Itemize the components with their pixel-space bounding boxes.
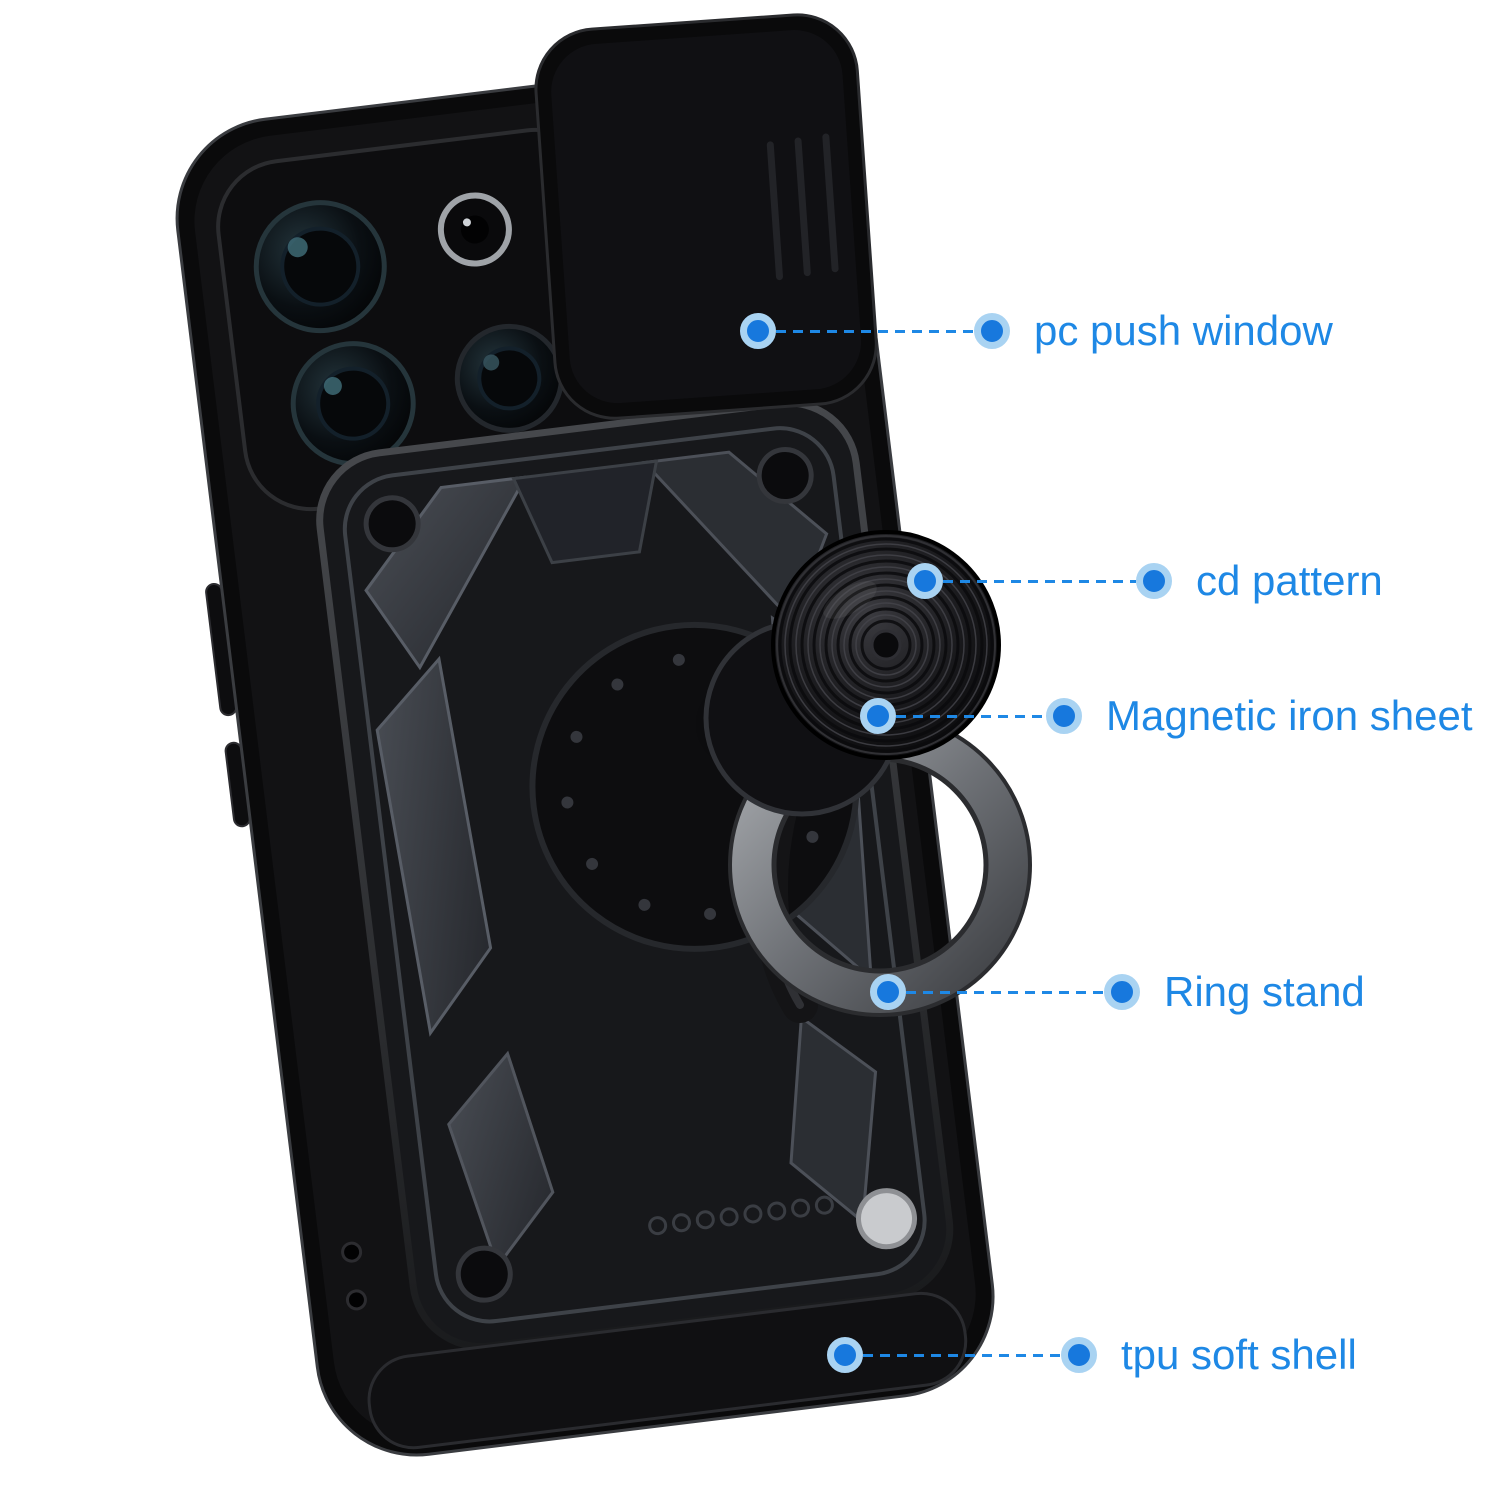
corner-screw: [856, 1188, 918, 1250]
honeycomb-strip: [648, 1195, 834, 1236]
tpu-bottom-band: [367, 1291, 968, 1450]
callout-line: [776, 329, 974, 333]
corner-screw: [455, 1245, 513, 1303]
callout-dot: [1061, 1337, 1097, 1373]
callout-dot: [827, 1337, 863, 1373]
callout-dot: [740, 313, 776, 349]
callout-magnetic-iron-sheet: Magnetic iron sheet: [860, 695, 1473, 737]
callout-label: pc push window: [1034, 307, 1333, 354]
grip-lines: [766, 133, 839, 281]
callout-pc-push-window: pc push window: [740, 310, 1333, 352]
callout-line: [906, 990, 1104, 994]
callout-line: [943, 579, 1136, 583]
armor-plate: [316, 399, 954, 1351]
corner-screw: [756, 447, 814, 505]
callout-tpu-soft-shell: tpu soft shell: [827, 1334, 1357, 1376]
callout-label: Ring stand: [1164, 968, 1365, 1015]
callout-dot: [974, 313, 1010, 349]
callout-label: tpu soft shell: [1121, 1331, 1357, 1378]
cd-grooves: [778, 537, 994, 753]
callout-dot: [1136, 563, 1172, 599]
callout-cd-pattern: cd pattern: [907, 560, 1383, 602]
callout-ring-stand: Ring stand: [870, 971, 1365, 1013]
callout-dot: [860, 698, 896, 734]
cd-pattern-disc: [771, 530, 1001, 760]
callout-line: [863, 1353, 1061, 1357]
corner-screw: [363, 495, 421, 553]
callout-dot: [1046, 698, 1082, 734]
callout-dot: [907, 563, 943, 599]
phone-case: [175, 58, 995, 1457]
callout-dot: [870, 974, 906, 1010]
port-hole: [341, 1241, 363, 1263]
callout-label: Magnetic iron sheet: [1106, 692, 1473, 739]
port-hole: [345, 1289, 367, 1311]
callout-dot: [1104, 974, 1140, 1010]
callout-line: [896, 714, 1046, 718]
callout-label: cd pattern: [1196, 557, 1383, 604]
camera-slide-cover: [534, 13, 878, 420]
